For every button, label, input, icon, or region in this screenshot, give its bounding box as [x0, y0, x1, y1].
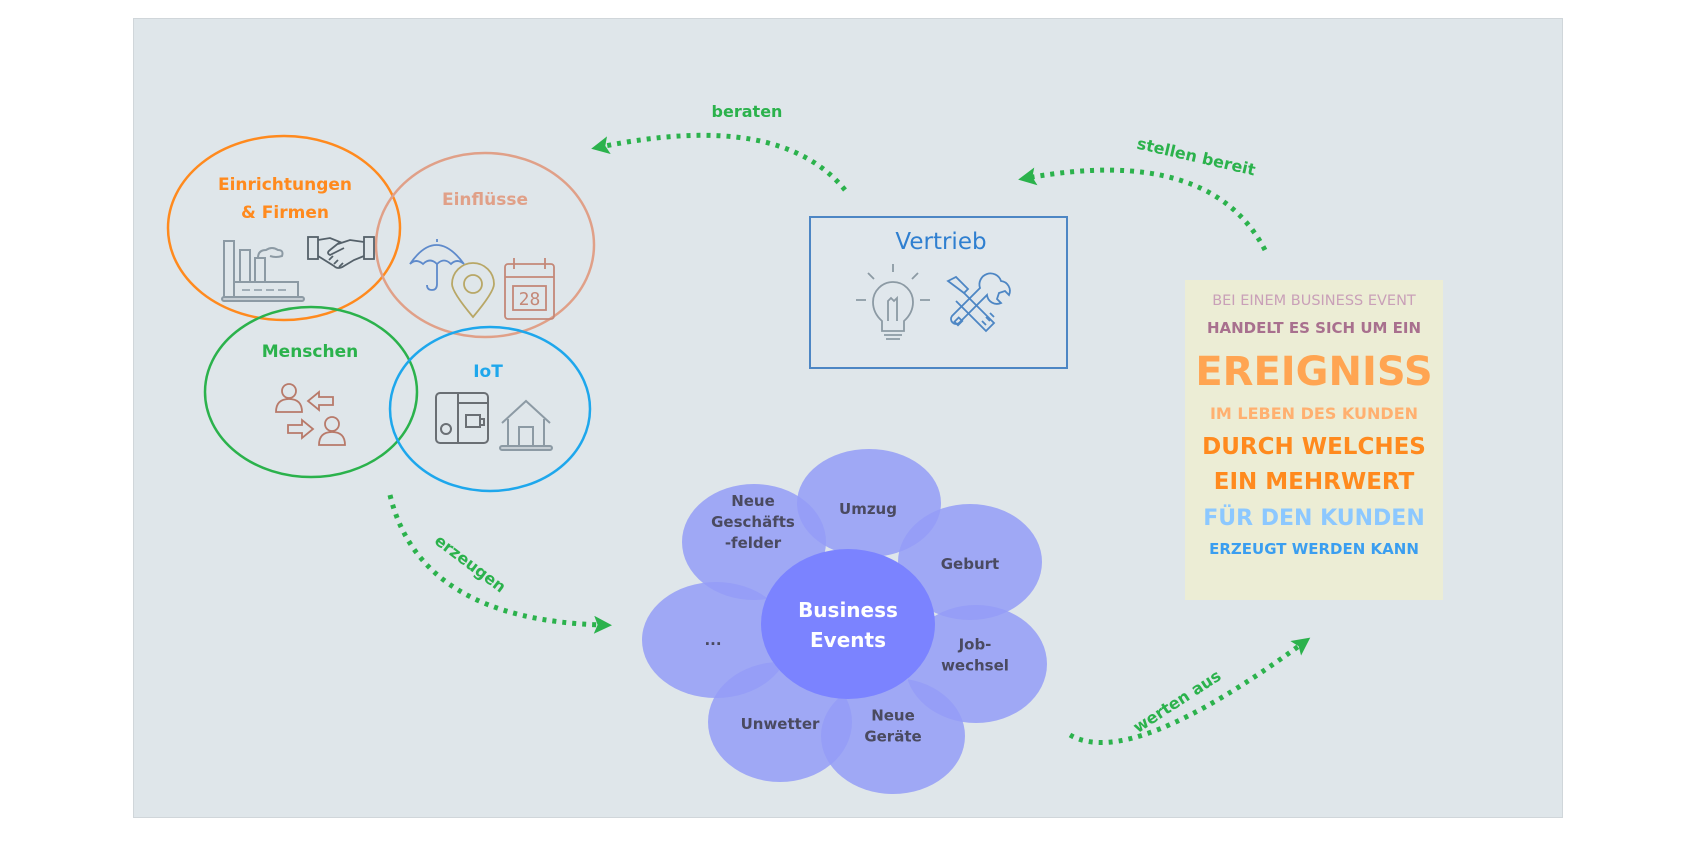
arrow-beraten-path	[591, 132, 847, 192]
event-petal-label: Neue	[871, 707, 915, 725]
event-petal-label: Geburt	[941, 555, 999, 573]
arrow-werten-aus-path	[1068, 637, 1311, 746]
event-petal	[821, 678, 965, 794]
definition-line: BEI EINEM BUSINESS EVENT	[1212, 293, 1416, 309]
umbrella-icon	[409, 239, 465, 291]
label-menschen: Menschen	[262, 342, 358, 362]
event-petal-label: ...	[704, 631, 721, 649]
people-exchange-icon	[275, 383, 346, 446]
event-petal-label: Job-	[958, 636, 992, 654]
house-icon	[499, 399, 553, 451]
definition-line: FÜR DEN KUNDEN	[1203, 505, 1425, 531]
business-events-center	[761, 549, 935, 699]
arrow-erzeugen-path	[387, 494, 612, 634]
definition-keyword: EREIGNISS	[1195, 348, 1433, 395]
label-einrichtungen-line2: & Firmen	[241, 203, 329, 223]
event-petal-label: Geschäfts	[711, 513, 795, 531]
label-einrichtungen-line1: Einrichtungen	[218, 175, 352, 195]
definition-line: HANDELT ES SICH UM EIN	[1206, 318, 1422, 337]
event-petal	[898, 504, 1042, 620]
circle-einrichtungen	[166, 134, 402, 322]
location-pin-icon	[451, 262, 495, 319]
definition-line: ERZEUGT WERDEN KANN	[1209, 539, 1419, 558]
event-petal-label: wechsel	[941, 657, 1009, 675]
business-events-center-label: Business	[798, 598, 898, 622]
circle-iot	[388, 325, 592, 493]
event-petal	[642, 582, 790, 698]
vertrieb-box: Vertrieb	[809, 216, 1068, 369]
definition-line: IM LEBEN DES KUNDEN	[1209, 403, 1419, 423]
arrow-beraten-label: beraten	[712, 102, 783, 121]
coffee-machine-icon	[435, 392, 489, 444]
calendar-day: 28	[519, 289, 541, 310]
venn-group: Einrichtungen & Firmen Einflüsse Mensche…	[166, 134, 596, 493]
definition-line: DURCH WELCHES	[1202, 433, 1426, 460]
event-petal-label: Unwetter	[741, 715, 820, 733]
definition-box: BEI EINEM BUSINESS EVENT HANDELT ES SICH…	[1185, 280, 1443, 600]
arrow-erzeugen-label: erzeugen	[431, 531, 510, 597]
lightbulb-icon	[856, 264, 930, 340]
circle-menschen	[203, 305, 419, 479]
arrow-erzeugen: erzeugen	[387, 494, 612, 634]
event-petal-label: Geräte	[864, 728, 921, 746]
vertrieb-title: Vertrieb	[895, 229, 986, 255]
definition-line: EIN MEHRWERT	[1213, 468, 1415, 495]
label-einfluesse: Einflüsse	[442, 190, 528, 210]
arrow-stellen-bereit-path	[1018, 167, 1268, 252]
event-petal-label: Umzug	[839, 500, 897, 518]
arrow-werten-aus: werten aus	[1068, 637, 1311, 746]
business-events-center-label: Events	[810, 628, 886, 652]
circle-einfluesse	[374, 151, 596, 339]
factory-icon	[221, 240, 305, 302]
event-petal	[797, 449, 941, 557]
handshake-icon	[307, 236, 375, 269]
business-events-cluster: UmzugGeburtJob-wechselNeueGeräteUnwetter…	[642, 449, 1047, 794]
arrow-beraten: beraten	[591, 102, 847, 192]
event-petal-label: Neue	[731, 492, 775, 510]
label-iot: IoT	[473, 362, 503, 382]
event-petal-label: -felder	[725, 534, 782, 552]
tools-icon	[946, 272, 1011, 333]
calendar-icon: 28	[504, 258, 555, 320]
